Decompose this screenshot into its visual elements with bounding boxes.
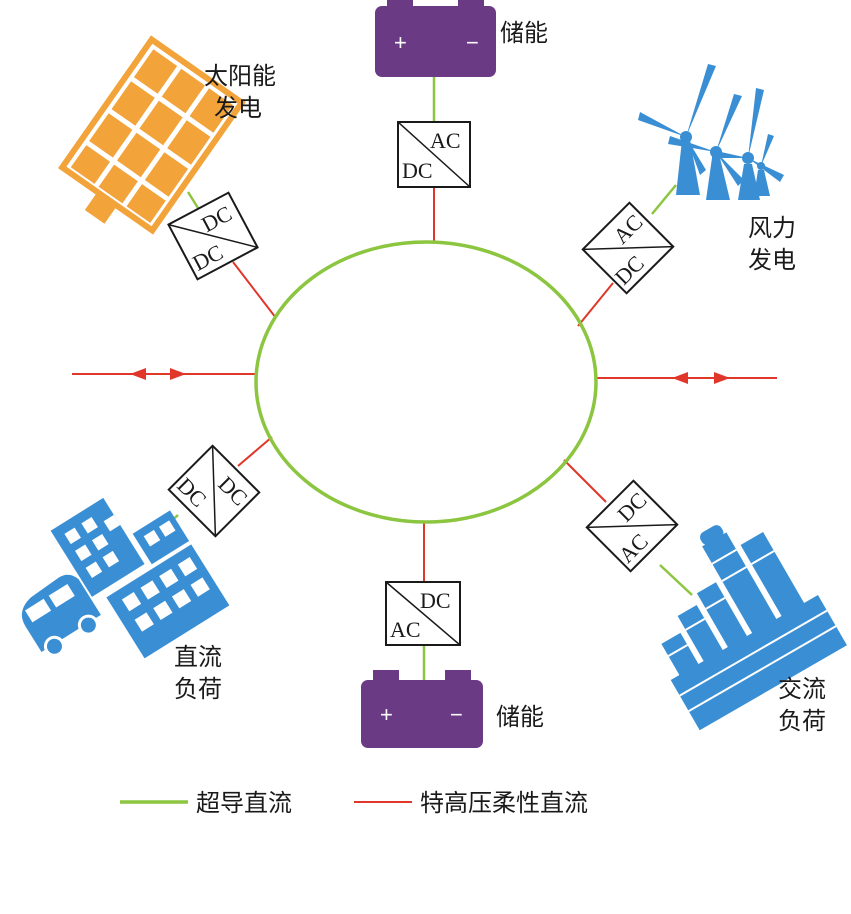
- superconducting-lines: [149, 77, 693, 680]
- battery-bottom-minus: −: [450, 702, 463, 727]
- line-ac-load: [563, 459, 607, 503]
- converter-ac-load: DC AC: [585, 479, 679, 573]
- solar-label-line2: 发电: [214, 94, 262, 122]
- wind-label-line2: 发电: [748, 246, 796, 274]
- storage-top-label: 储能: [500, 19, 548, 47]
- solar-panel-icon: [58, 35, 246, 235]
- line-solar: [232, 261, 277, 319]
- wind-label-line1: 风力: [748, 214, 796, 242]
- legend-label-uhv: 特高压柔性直流: [420, 789, 588, 817]
- ac-load-label-line1: 交流: [778, 675, 826, 703]
- uhv-lines: [72, 187, 777, 582]
- line-dc-load: [237, 436, 273, 467]
- converter-top-storage: AC DC: [397, 121, 471, 188]
- converter-bottom-storage-bottom-label: AC: [390, 617, 421, 642]
- converter-bottom-storage: DC AC: [385, 581, 461, 646]
- converter-bottom-storage-top-label: DC: [420, 588, 451, 613]
- battery-top-icon: + −: [375, 0, 496, 77]
- solar-label-line1: 太阳能: [204, 62, 276, 90]
- green-line-wind: [651, 184, 677, 215]
- green-line-ac-load: [659, 564, 693, 596]
- right-bidirectional-arrow: [672, 372, 730, 384]
- converter-top-storage-top-label: AC: [430, 128, 461, 153]
- converter-wind: AC DC: [581, 201, 675, 295]
- dc-load-label-line2: 负荷: [174, 675, 222, 703]
- line-wind: [577, 282, 614, 327]
- storage-bottom-label: 储能: [496, 703, 544, 731]
- converter-top-storage-bottom-label: DC: [402, 158, 433, 183]
- ac-load-icon: [661, 525, 847, 731]
- converter-solar: DC DC: [167, 191, 259, 281]
- legend: 超导直流 特高压柔性直流: [120, 789, 588, 817]
- legend-label-superconducting: 超导直流: [196, 789, 292, 817]
- dc-load-label-line1: 直流: [174, 643, 222, 671]
- superconducting-ring: [254, 240, 598, 524]
- battery-top-minus: −: [466, 30, 479, 55]
- ac-load-label-line2: 负荷: [778, 707, 826, 735]
- battery-bottom-icon: + −: [361, 670, 483, 748]
- wind-turbines-icon: [638, 64, 784, 200]
- dc-load-icon: [21, 497, 230, 659]
- converter-dc-load: DC DC: [167, 444, 261, 538]
- battery-top-plus: +: [394, 30, 407, 55]
- green-line-solar: [186, 191, 200, 209]
- left-bidirectional-arrow: [130, 368, 186, 380]
- battery-bottom-plus: +: [380, 702, 393, 727]
